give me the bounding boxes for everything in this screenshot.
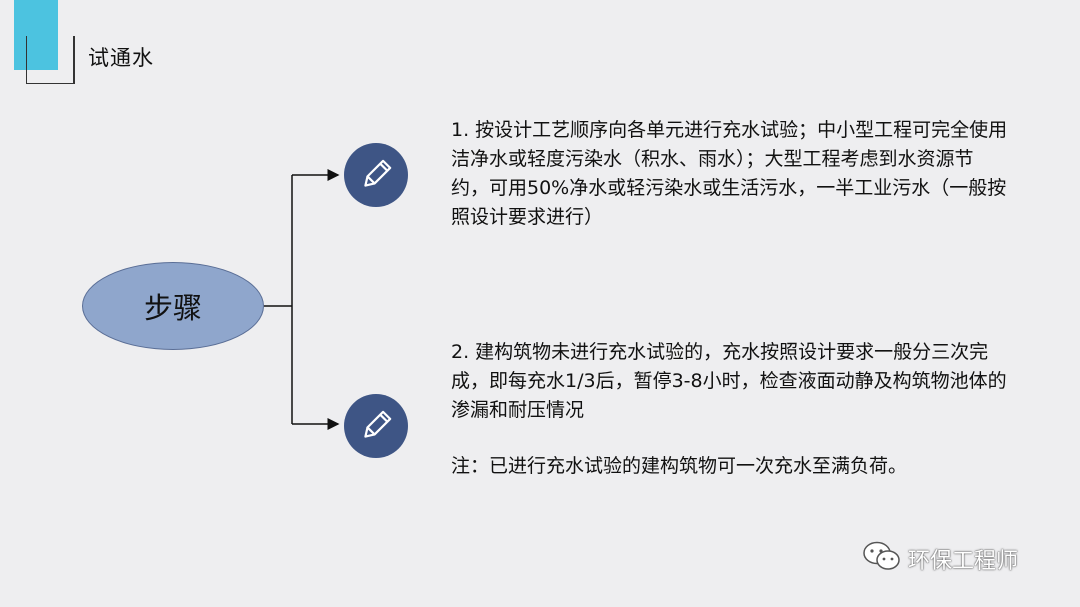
watermark-text: 环保工程师: [908, 549, 1019, 574]
slide-title: 试通水: [88, 46, 154, 70]
corner-accent-block: [14, 0, 58, 70]
pencil-icon: [344, 143, 408, 207]
step-node: 步骤: [82, 262, 264, 350]
step-text-2: 2. 建构筑物未进行充水试验的，充水按照设计要求一般分三次完成，即每充水1/3后…: [451, 341, 1007, 421]
note-text: 注：已进行充水试验的建构筑物可一次充水至满负荷。: [451, 455, 908, 477]
watermark: 环保工程师: [862, 540, 1018, 578]
step-text-1: 1. 按设计工艺顺序向各单元进行充水试验；中小型工程可完全使用洁净水或轻度污染水…: [451, 119, 1008, 228]
step-node-label: 步骤: [143, 291, 202, 325]
wechat-icon: [862, 540, 902, 578]
corner-frame: [26, 36, 75, 84]
pencil-icon: [344, 394, 408, 458]
